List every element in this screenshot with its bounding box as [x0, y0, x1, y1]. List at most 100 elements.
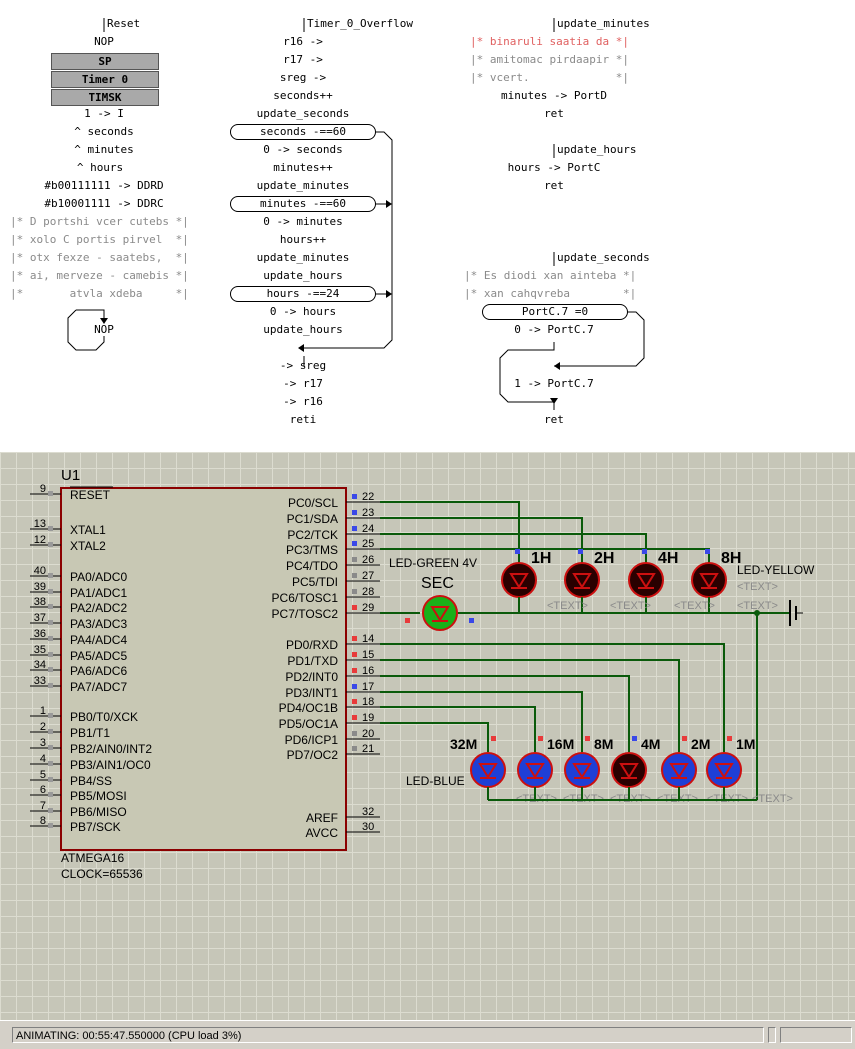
chip-pin-number: 7: [40, 800, 46, 812]
pin-state-marker: [515, 549, 520, 554]
reset-comment: |* atvla xdeba *|: [10, 287, 189, 300]
hour-led-label: 4H: [658, 550, 678, 567]
timer-item: update_minutes: [256, 251, 350, 264]
chip-pin-number: 20: [362, 728, 374, 740]
timer-item: update_minutes: [256, 179, 350, 192]
chip-pin-label: AREF: [306, 811, 338, 825]
hour-led: [501, 562, 537, 598]
update-seconds-item: ret: [544, 413, 564, 426]
pin-state-marker: [48, 542, 53, 547]
sec-led-part: LED-GREEN 4V: [389, 556, 477, 570]
hour-led-label: 8H: [721, 550, 741, 567]
chip-pin-number: 35: [34, 644, 46, 656]
pin-state-marker: [682, 736, 687, 741]
chip-pin-number: 23: [362, 507, 374, 519]
led-symbol: [714, 763, 734, 779]
chip-pin-number: 37: [34, 612, 46, 624]
led-symbol: [430, 606, 450, 622]
chip-pin-number: 16: [362, 665, 374, 677]
pin-state-marker: [405, 618, 410, 623]
update-seconds-item: 1 -> PortC.7: [514, 377, 594, 390]
pin-state-marker: [48, 823, 53, 828]
chip-pin-label: PB3/AIN1/OC0: [70, 758, 151, 772]
wire: [380, 501, 520, 565]
timer-item: minutes++: [273, 161, 333, 174]
timer-item: update_hours: [263, 269, 343, 282]
hour-led-label: 2H: [594, 550, 614, 567]
chip-pin-number: 21: [362, 743, 374, 755]
minute-led: [564, 752, 600, 788]
reset-box-sp: SP: [51, 53, 159, 70]
update-minutes-comment: |* amitomac pirdaapir *|: [470, 53, 629, 66]
led-text-placeholder: <TEXT>: [674, 600, 715, 612]
chip-pin-number: 14: [362, 633, 374, 645]
chip-pin-number: 32: [362, 806, 374, 818]
pin-state-marker: [48, 667, 53, 672]
minute-led-label: 8M: [594, 736, 613, 752]
timer-condition: minutes -==60: [230, 196, 376, 212]
hour-led: [564, 562, 600, 598]
chip-pin-label: PA0/ADC0: [70, 570, 127, 584]
pin-state-marker: [352, 731, 357, 736]
chip-pin-label: PB4/SS: [70, 774, 112, 788]
pin-state-marker: [48, 491, 53, 496]
chip-pin-number: 29: [362, 602, 374, 614]
chip-pin-label: PC0/SCL: [288, 496, 338, 510]
timer-item: hours++: [279, 233, 327, 246]
chip-pin-number: 9: [40, 483, 46, 495]
pin-state-marker: [48, 620, 53, 625]
led-symbol: [572, 763, 592, 779]
chip-clock: CLOCK=65536: [61, 867, 143, 881]
update-seconds-title: update_seconds: [557, 251, 650, 264]
chip-pin-label: PD3/INT1: [285, 686, 338, 700]
hour-led-label: 1H: [531, 550, 551, 567]
chip-name: ATMEGA16: [61, 851, 124, 865]
chip-pin-label: XTAL2: [70, 539, 106, 553]
pin-state-marker: [352, 652, 357, 657]
update-seconds-item: 0 -> PortC.7: [514, 323, 594, 336]
update-hours-item: hours -> PortC: [507, 161, 601, 174]
wire: [380, 706, 536, 752]
minute-led: [517, 752, 553, 788]
timer-item: seconds++: [273, 89, 333, 102]
pin-state-marker: [48, 777, 53, 782]
pin-state-marker: [48, 745, 53, 750]
pin-state-marker: [48, 808, 53, 813]
led-blue-label: LED-BLUE: [406, 774, 465, 788]
pin-state-marker: [352, 668, 357, 673]
pin-state-marker: [352, 589, 357, 594]
chip-pin-number: 17: [362, 681, 374, 693]
flowchart-lines: [67, 18, 645, 410]
update-minutes-item: ret: [544, 107, 564, 120]
timer-item: 0 -> minutes: [263, 215, 343, 228]
chip-pin-label: AVCC: [306, 826, 339, 840]
chip-pin-label: PB1/T1: [70, 726, 110, 740]
update-hours-item: ret: [544, 179, 564, 192]
wire: [380, 643, 725, 752]
pin-state-marker: [48, 761, 53, 766]
chip-pin-label: PC5/TDI: [292, 575, 338, 589]
chip-pin-label: PC7/TOSC2: [272, 607, 339, 621]
pin-state-marker: [48, 526, 53, 531]
pin-state-marker: [48, 792, 53, 797]
reset-box-timsk: TIMSK: [51, 89, 159, 106]
timer-item: -> sreg: [279, 359, 327, 372]
reset-comment: |* otx fexze - saatebs, *|: [10, 251, 189, 264]
reset-item: #b00111111 -> DDRD: [44, 179, 164, 192]
timer-item: -> r16: [283, 395, 323, 408]
pin-state-marker: [585, 736, 590, 741]
timer-item: sreg ->: [279, 71, 327, 84]
chip-pin-number: 25: [362, 538, 374, 550]
chip-pin-number: 30: [362, 821, 374, 833]
chip-pin-number: 28: [362, 586, 374, 598]
wire: [380, 722, 489, 752]
chip-pin-number: 40: [34, 565, 46, 577]
chip-pin-label: PB0/T0/XCK: [70, 710, 138, 724]
led-symbol: [636, 573, 656, 589]
pin-state-marker: [642, 549, 647, 554]
update-minutes-comment: |* binaruli saatia da *|: [470, 35, 629, 48]
chip-pin-label: PA4/ADC4: [70, 633, 127, 647]
chip-pin-number: 15: [362, 649, 374, 661]
chip-pin-label: PB5/MOSI: [70, 789, 127, 803]
